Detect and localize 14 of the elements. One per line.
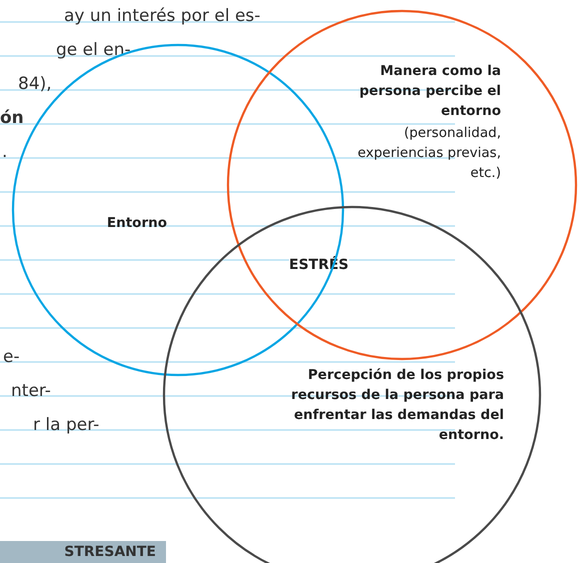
body-text-fragment: e- xyxy=(3,346,20,369)
body-text-fragment: . xyxy=(2,141,8,164)
circle-title: Manera como la persona percibe el entorno xyxy=(358,62,501,121)
body-text-fragment: 84), xyxy=(18,73,52,96)
circle-title: Entorno xyxy=(106,214,167,233)
body-text-fragment: ón xyxy=(0,107,24,130)
body-text-fragment: ge el en- xyxy=(56,39,131,62)
circle-title: Percepción de los propios recursos de la persona para enfrentar las demandas del entorno. xyxy=(290,366,504,445)
body-text-fragment: nter- xyxy=(11,380,51,403)
body-text-fragment: ay un interés por el es- xyxy=(64,5,260,28)
body-text-fragment: r la per- xyxy=(33,414,100,437)
section-heading: STRESANTE xyxy=(0,541,166,563)
venn-circle xyxy=(227,10,577,360)
circle-note: (personalidad, experiencias previas, etc.) xyxy=(356,124,501,183)
